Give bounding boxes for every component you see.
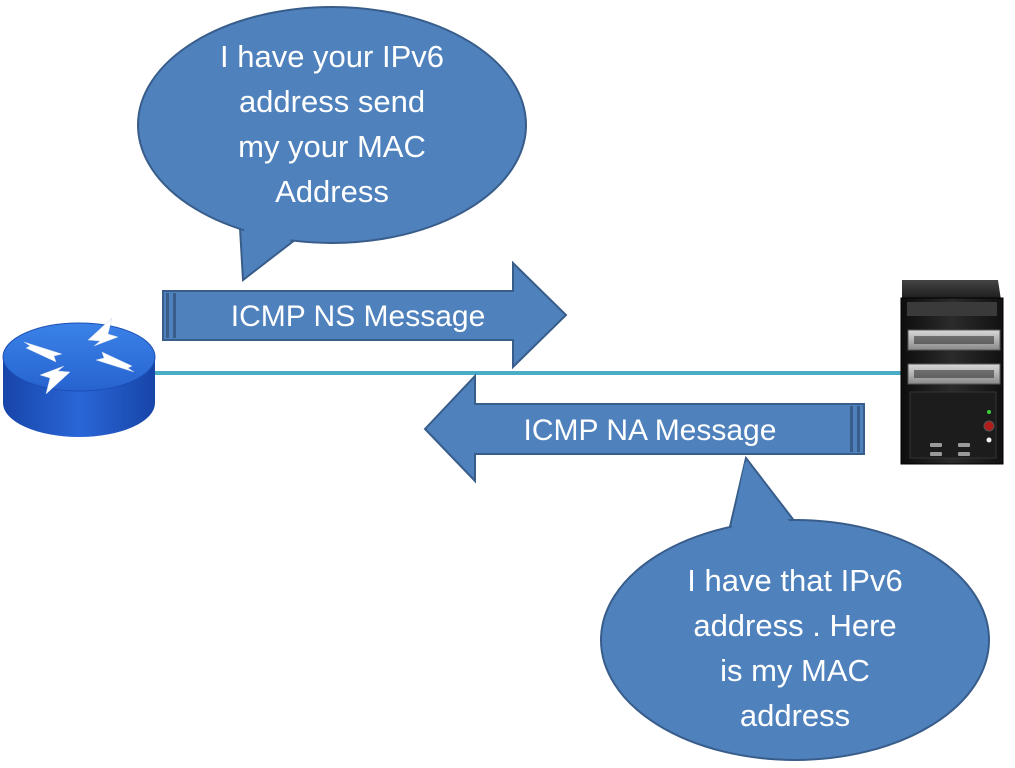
router-icon	[2, 317, 156, 437]
speech-bubble-router: I have your IPv6 address send my your MA…	[137, 6, 527, 282]
icmp-ns-arrow: ICMP NS Message	[162, 260, 568, 370]
bubble-bottom-line-3: is my MAC	[720, 653, 870, 688]
bubble-top-line-2: address send	[239, 84, 425, 119]
bubble-top-line-1: I have your IPv6	[220, 39, 444, 74]
icmp-na-arrow: ICMP NA Message	[423, 373, 865, 484]
bubble-bottom-line-2: address . Here	[693, 608, 896, 643]
speech-bubble-server: I have that IPv6 address . Here is my MA…	[600, 455, 990, 761]
server-icon	[900, 280, 1004, 465]
na-arrow-label: ICMP NA Message	[524, 414, 777, 447]
bubble-top-line-4: Address	[275, 174, 389, 209]
bubble-bottom-line-4: address	[740, 698, 850, 733]
ns-arrow-label: ICMP NS Message	[231, 300, 486, 333]
bubble-top-line-3: my your MAC	[238, 129, 426, 164]
bubble-bottom-line-1: I have that IPv6	[687, 563, 902, 598]
